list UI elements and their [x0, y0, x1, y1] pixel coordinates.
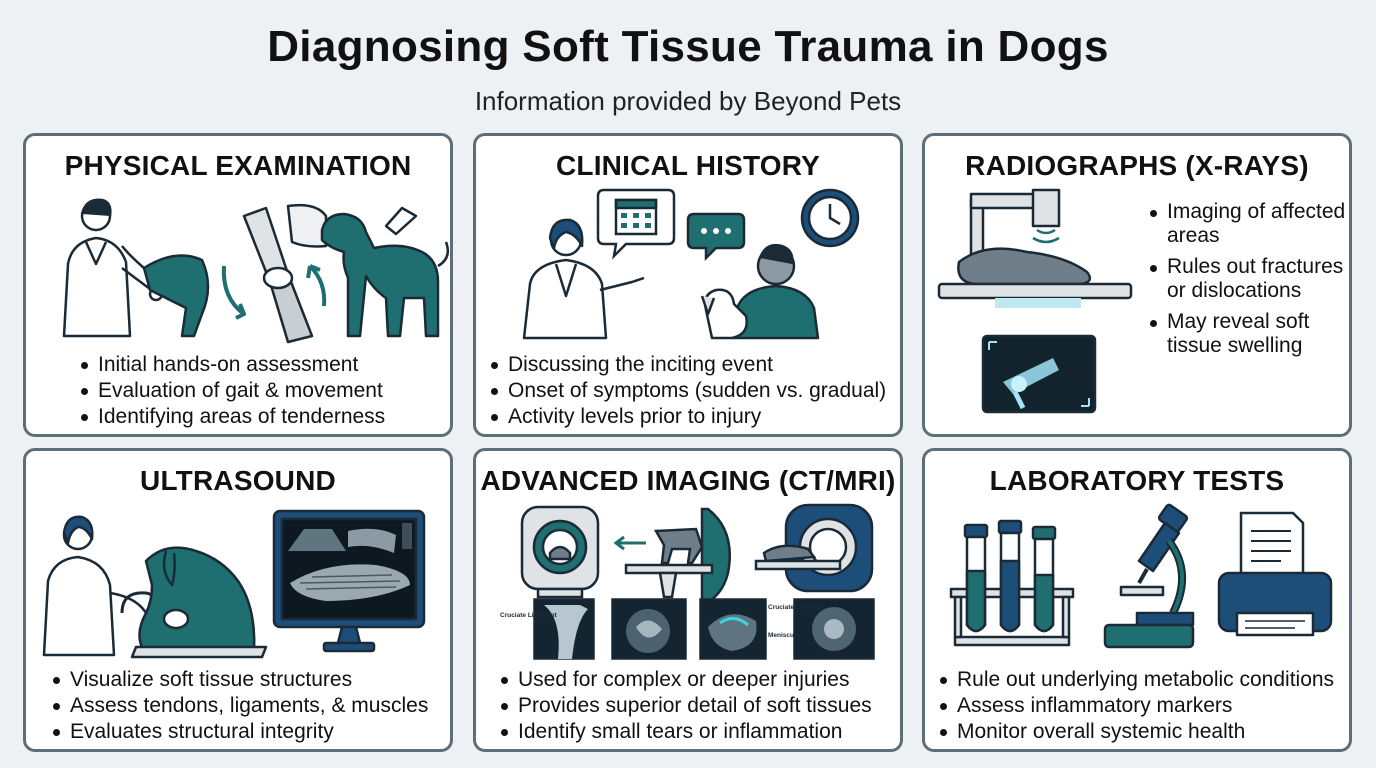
table-arrow-icon [613, 507, 732, 607]
advanced-imaging-illustration: Cruciate Ligament Cruciate Ligament Meni… [500, 503, 875, 660]
panel-title: RADIOGRAPHS (X-RAYS) [965, 150, 1309, 181]
panel-title: LABORATORY TESTS [989, 465, 1285, 496]
list-item: Monitor overall systemic health [937, 719, 1334, 745]
list-item: Used for complex or deeper injuries [498, 667, 872, 693]
list-item: Rules out fractures or dislocations [1147, 255, 1347, 303]
page-title: Diagnosing Soft Tissue Trauma in Dogs [267, 22, 1109, 71]
scan-label-meniscus: Meniscus [768, 632, 798, 639]
dog-hindquarters-icon [121, 245, 210, 338]
list-item: Imaging of affected areas [1147, 200, 1347, 248]
ct-scanner-icon [520, 505, 600, 599]
page-subtitle: Information provided by Beyond Pets [474, 86, 902, 116]
list-item: Assess tendons, ligaments, & muscles [50, 693, 428, 719]
microscope-icon [1103, 503, 1195, 649]
list-item: Visualize soft tissue structures [50, 667, 428, 693]
ultrasound-illustration [42, 509, 426, 659]
chat-bubble-icon [686, 212, 746, 262]
panel-title: ULTRASOUND [140, 465, 336, 496]
clock-icon [800, 188, 860, 248]
list-item: Assess inflammatory markers [937, 693, 1334, 719]
radiograph-illustration [937, 188, 1133, 414]
advanced-bullet-list: Used for complex or deeper injuries Prov… [498, 667, 872, 745]
panel-title: ADVANCED IMAGING (CT/MRI) [480, 465, 896, 496]
panel-advanced-imaging: ADVANCED IMAGING (CT/MRI) [473, 448, 903, 752]
list-item: Evaluates structural integrity [50, 719, 428, 745]
list-item: Identifying areas of tenderness [78, 404, 385, 430]
panel-ultrasound: ULTRASOUND Visualize soft tissu [23, 448, 453, 752]
list-item: May reveal soft tissue swelling [1147, 310, 1347, 358]
monitor-icon [981, 334, 1097, 414]
scan-image-icon [533, 598, 875, 660]
dog-icon [320, 206, 449, 338]
clinical-history-illustration [522, 188, 860, 340]
list-item: Identify small tears or inflammation [498, 719, 872, 745]
xray-machine-icon [937, 188, 1133, 308]
list-item: Initial hands-on assessment [78, 352, 385, 378]
list-item: Provides superior detail of soft tissues [498, 693, 872, 719]
ultrasound-monitor-icon [272, 509, 426, 653]
list-item: Rule out underlying metabolic conditions [937, 667, 1334, 693]
history-bullet-list: Discussing the inciting event Onset of s… [488, 352, 886, 430]
panel-physical-examination: PHYSICAL EXAMINATION [23, 133, 453, 437]
ultrasound-bullet-list: Visualize soft tissue structures Assess … [50, 667, 428, 745]
panel-radiographs: RADIOGRAPHS (X-RAYS) Imaging of affected… [922, 133, 1352, 437]
laboratory-illustration [949, 503, 1333, 649]
physical-bullet-list: Initial hands-on assessment Evaluation o… [78, 352, 385, 430]
owner-with-puppy-icon [700, 244, 820, 340]
scan-label-cruciate-ligament: Cruciate Ligament [500, 612, 558, 619]
list-item: Discussing the inciting event [488, 352, 886, 378]
list-item: Activity levels prior to injury [488, 404, 886, 430]
panel-title: PHYSICAL EXAMINATION [64, 150, 412, 181]
panel-laboratory-tests: LABORATORY TESTS [922, 448, 1352, 752]
radiograph-bullet-list: Imaging of affected areas Rules out frac… [1147, 200, 1347, 365]
veterinarian-icon [522, 218, 645, 340]
knee-joint-icon [221, 203, 328, 344]
veterinarian-icon [42, 515, 163, 657]
test-tubes-icon [949, 519, 1075, 647]
physical-exam-illustration [62, 198, 449, 344]
mri-scanner-icon [754, 503, 874, 593]
panel-clinical-history: CLINICAL HISTORY [473, 133, 903, 437]
dog-icon [130, 546, 268, 659]
list-item: Evaluation of gait & movement [78, 378, 385, 404]
list-item: Onset of symptoms (sudden vs. gradual) [488, 378, 886, 404]
panel-title: CLINICAL HISTORY [555, 150, 821, 181]
scan-label-cruciate-ligament: Cruciate Ligament [768, 604, 826, 611]
calendar-icon [596, 188, 676, 260]
printer-icon [1217, 511, 1333, 637]
laboratory-bullet-list: Rule out underlying metabolic conditions… [937, 667, 1334, 745]
